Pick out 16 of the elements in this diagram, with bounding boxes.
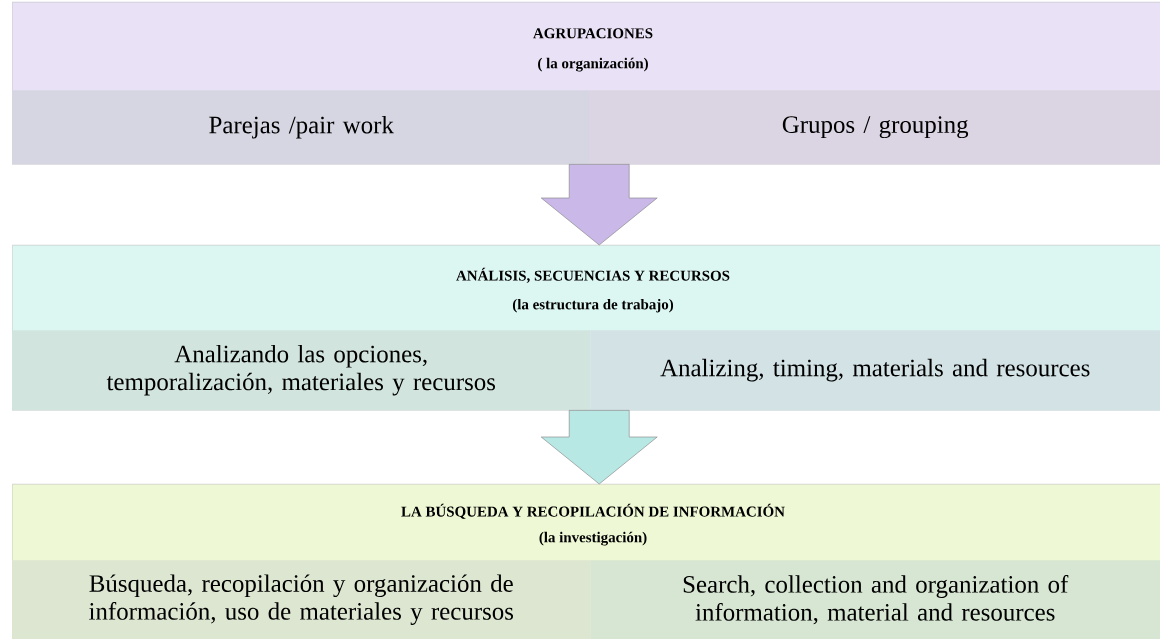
heading-text: AGRUPACIONES	[533, 28, 653, 39]
text-cell: Analizing, timing, materials and resources	[590, 330, 1160, 411]
node-label: Parejas /pair work	[209, 115, 394, 139]
text-cell: Analizando las opciones, temporalización, materiales y recursos	[12, 330, 591, 411]
heading-text: LA BÚSQUEDA Y RECOPILACIÓN DE INFORMACIÓN	[401, 503, 785, 519]
heading-text: ANÁLISIS, SECUENCIAS Y RECURSOS	[456, 267, 730, 283]
heading-text: (la estructura de trabajo)	[512, 298, 674, 313]
text-cell: Búsqueda, recopilación y organización de información, uso de materiales y recursos	[12, 560, 591, 639]
heading-text: (la investigación)	[539, 531, 647, 546]
block-arrow	[540, 164, 658, 246]
text-cell: Grupos / grouping	[590, 90, 1160, 165]
text-cell: Search, collection and organization of information, material and resources	[590, 560, 1160, 639]
block-arrow	[540, 410, 658, 485]
heading-text: ( la organización)	[538, 57, 648, 72]
text-cell: Parejas /pair work	[12, 90, 591, 165]
node-label: Grupos / grouping	[782, 116, 969, 139]
